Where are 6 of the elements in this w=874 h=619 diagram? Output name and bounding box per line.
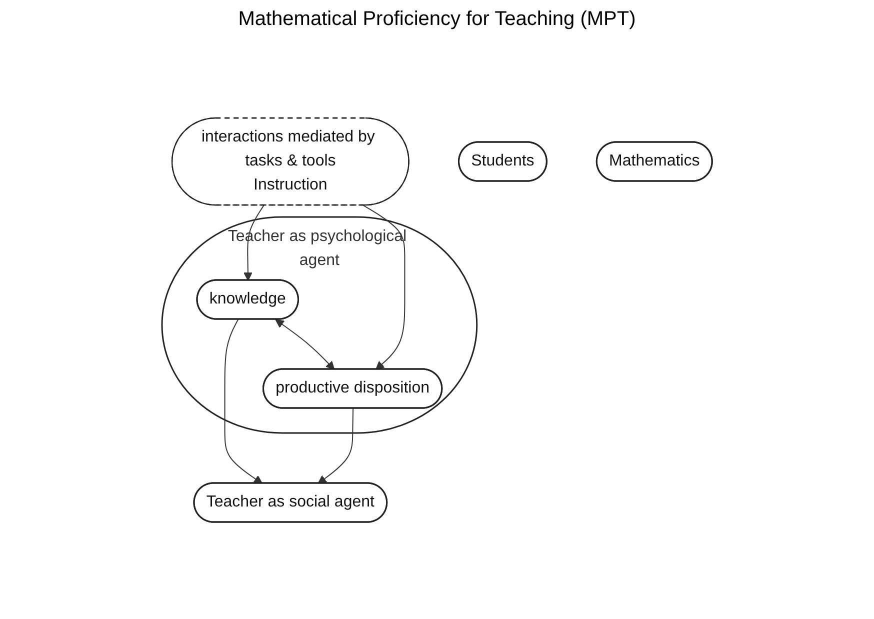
arrow [224, 319, 263, 484]
arrow [362, 205, 406, 370]
arrow [275, 319, 335, 370]
arrow [318, 408, 354, 484]
arrow [244, 205, 264, 281]
diagram-title: Mathematical Proficiency for Teaching (MPT) [237, 8, 637, 31]
